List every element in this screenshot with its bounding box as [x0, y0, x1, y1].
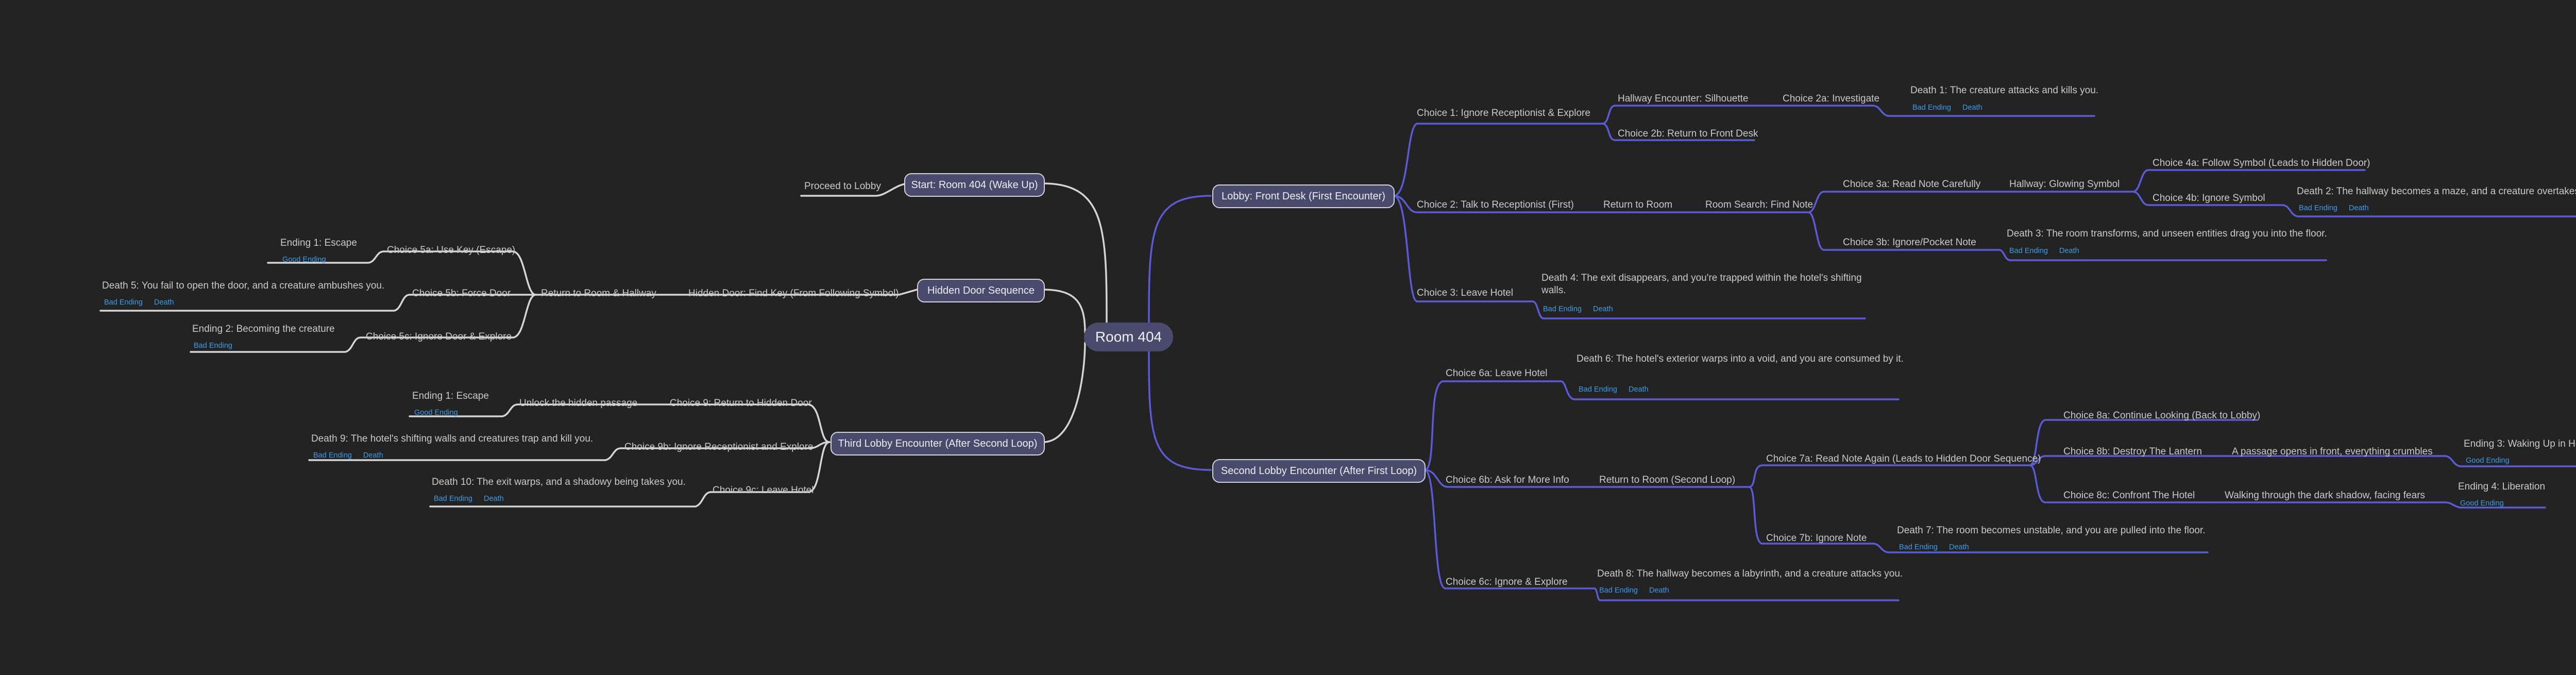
node-death-1[interactable]: Death 1: The creature attacks and kills … — [1910, 85, 2099, 96]
bad-ending-tag: Bad Ending — [194, 342, 232, 350]
node-unlock-passage[interactable]: Unlock the hidden passage — [519, 398, 638, 409]
node-hallway-symbol[interactable]: Hallway: Glowing Symbol — [2009, 179, 2120, 190]
node-choice-9[interactable]: Choice 9: Return to Hidden Door — [670, 398, 812, 409]
tags-death-4: Bad Ending Death — [1543, 305, 1624, 314]
node-death-3[interactable]: Death 3: The room transforms, and unseen… — [2007, 228, 2327, 239]
bad-ending-tag: Bad Ending — [1899, 543, 1938, 551]
death-tag: Death — [483, 495, 504, 503]
node-death-5[interactable]: Death 5: You fail to open the door, and … — [102, 280, 385, 291]
good-ending-tag: Good Ending — [2466, 457, 2510, 465]
node-choice-4a[interactable]: Choice 4a: Follow Symbol (Leads to Hidde… — [2153, 158, 2370, 168]
node-choice-6b[interactable]: Choice 6b: Ask for More Info — [1446, 475, 1569, 485]
tags-death-10: Bad Ending Death — [434, 494, 515, 503]
node-walking-shadow[interactable]: Walking through the dark shadow, facing … — [2225, 490, 2426, 501]
tags-death-3: Bad Ending Death — [2009, 246, 2091, 256]
node-ending-4[interactable]: Ending 4: Liberation — [2458, 481, 2546, 492]
node-choice-5a[interactable]: Choice 5a: Use Key (Escape) — [387, 245, 516, 256]
tags-ending-3: Good Ending — [2466, 456, 2521, 465]
node-choice-8a[interactable]: Choice 8a: Continue Looking (Back to Lob… — [2063, 410, 2261, 421]
death-tag: Death — [1592, 305, 1613, 313]
bad-ending-tag: Bad Ending — [1912, 104, 1951, 112]
node-death-4[interactable]: Death 4: The exit disappears, and you're… — [1541, 273, 1862, 296]
tags-ending-4: Good Ending — [2460, 499, 2515, 508]
node-choice-4b[interactable]: Choice 4b: Ignore Symbol — [2153, 193, 2265, 204]
bad-ending-tag: Bad Ending — [1599, 586, 1638, 595]
good-ending-tag: Good Ending — [2460, 499, 2504, 508]
node-choice-3[interactable]: Choice 3: Leave Hotel — [1417, 288, 1513, 298]
node-choice-5c[interactable]: Choice 5c: Ignore Door & Explore — [366, 331, 512, 342]
bad-ending-tag: Bad Ending — [104, 298, 143, 307]
death-tag: Death — [1628, 385, 1649, 394]
good-ending-tag: Good Ending — [282, 256, 326, 264]
tags-death-6: Bad Ending Death — [1579, 385, 1660, 394]
node-death-10[interactable]: Death 10: The exit warps, and a shadowy … — [432, 477, 686, 487]
node-death-9[interactable]: Death 9: The hotel's shifting walls and … — [311, 433, 594, 444]
node-proceed-lobby[interactable]: Proceed to Lobby — [804, 181, 881, 192]
node-choice-7a[interactable]: Choice 7a: Read Note Again (Leads to Hid… — [1766, 453, 2041, 464]
node-return-room-hallway[interactable]: Return to Room & Hallway — [541, 288, 656, 299]
tags-death-9: Bad Ending Death — [313, 451, 395, 460]
tags-death-8: Bad Ending Death — [1599, 586, 1681, 595]
tags-ending-2: Bad Ending — [194, 341, 244, 350]
bad-ending-tag: Bad Ending — [2299, 204, 2337, 212]
node-ending-2[interactable]: Ending 2: Becoming the creature — [192, 324, 335, 334]
node-ending-1-hidden[interactable]: Ending 1: Escape — [280, 238, 357, 248]
root-topic[interactable]: Room 404 — [1084, 323, 1173, 351]
node-choice-2[interactable]: Choice 2: Talk to Receptionist (First) — [1417, 199, 1574, 210]
tags-death-7: Bad Ending Death — [1899, 543, 1980, 552]
tags-ending-1-hidden: Good Ending — [282, 255, 337, 264]
bad-ending-tag: Bad Ending — [313, 451, 352, 460]
death-tag: Death — [1948, 543, 1969, 551]
node-death-2[interactable]: Death 2: The hallway becomes a maze, and… — [2297, 186, 2576, 197]
death-tag: Death — [363, 451, 383, 460]
node-passage-opens[interactable]: A passage opens in front, everything cru… — [2232, 446, 2433, 457]
death-tag: Death — [2059, 247, 2079, 255]
death-tag: Death — [2348, 204, 2369, 212]
node-find-key[interactable]: Hidden Door: Find Key (From Following Sy… — [688, 288, 899, 299]
node-choice-5b[interactable]: Choice 5b: Force Door — [412, 288, 511, 299]
node-choice-7b[interactable]: Choice 7b: Ignore Note — [1766, 533, 1867, 544]
node-choice-8b[interactable]: Choice 8b: Destroy The Lantern — [2063, 446, 2202, 457]
node-choice-3b[interactable]: Choice 3b: Ignore/Pocket Note — [1843, 237, 1976, 248]
node-choice-6a[interactable]: Choice 6a: Leave Hotel — [1446, 368, 1548, 379]
topic-start[interactable]: Start: Room 404 (Wake Up) — [904, 173, 1045, 197]
death-tag: Death — [1649, 586, 1669, 595]
node-choice-1[interactable]: Choice 1: Ignore Receptionist & Explore — [1417, 108, 1590, 119]
node-choice-3a[interactable]: Choice 3a: Read Note Carefully — [1843, 179, 1981, 190]
node-return-second-loop[interactable]: Return to Room (Second Loop) — [1599, 475, 1736, 485]
node-hallway-silhouette[interactable]: Hallway Encounter: Silhouette — [1618, 93, 1749, 104]
node-room-search[interactable]: Room Search: Find Note — [1705, 199, 1814, 210]
node-choice-2b[interactable]: Choice 2b: Return to Front Desk — [1618, 128, 1758, 139]
tags-death-1: Bad Ending Death — [1912, 103, 1994, 112]
node-death-6[interactable]: Death 6: The hotel's exterior warps into… — [1577, 353, 1904, 364]
node-ending-1-third[interactable]: Ending 1: Escape — [412, 391, 489, 401]
tags-death-2: Bad Ending Death — [2299, 204, 2380, 213]
topic-third-lobby[interactable]: Third Lobby Encounter (After Second Loop… — [831, 432, 1045, 455]
bad-ending-tag: Bad Ending — [2009, 247, 2048, 255]
node-choice-6c[interactable]: Choice 6c: Ignore & Explore — [1446, 577, 1568, 587]
topic-hidden-door[interactable]: Hidden Door Sequence — [917, 279, 1045, 302]
node-choice-9c[interactable]: Choice 9c: Leave Hotel — [713, 485, 814, 496]
tags-death-5: Bad Ending Death — [104, 298, 185, 307]
node-choice-9b[interactable]: Choice 9b: Ignore Receptionist and Explo… — [624, 442, 814, 452]
good-ending-tag: Good Ending — [414, 409, 458, 417]
node-death-7[interactable]: Death 7: The room becomes unstable, and … — [1897, 525, 2206, 536]
node-death-8[interactable]: Death 8: The hallway becomes a labyrinth… — [1597, 568, 1903, 579]
node-choice-8c[interactable]: Choice 8c: Confront The Hotel — [2063, 490, 2195, 501]
node-return-room[interactable]: Return to Room — [1603, 199, 1673, 210]
bad-ending-tag: Bad Ending — [1543, 305, 1582, 313]
node-ending-3[interactable]: Ending 3: Waking Up in Hospital — [2464, 438, 2576, 449]
topic-first-lobby[interactable]: Lobby: Front Desk (First Encounter) — [1212, 184, 1395, 208]
tags-ending-1-third: Good Ending — [414, 408, 469, 417]
bad-ending-tag: Bad Ending — [1579, 385, 1617, 394]
topic-second-lobby[interactable]: Second Lobby Encounter (After First Loop… — [1212, 459, 1426, 483]
node-choice-2a[interactable]: Choice 2a: Investigate — [1783, 93, 1880, 104]
death-tag: Death — [154, 298, 174, 307]
death-tag: Death — [1962, 104, 1982, 112]
bad-ending-tag: Bad Ending — [434, 495, 472, 503]
